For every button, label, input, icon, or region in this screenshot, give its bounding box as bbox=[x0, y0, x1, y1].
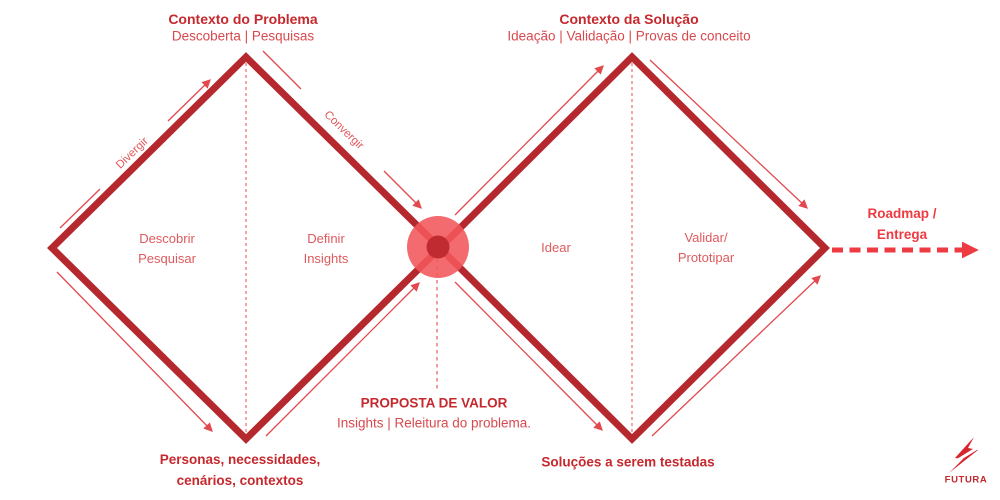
phase-discover-label: Descobrir Pesquisar bbox=[138, 230, 196, 266]
phase-define-label: Definir Insights bbox=[303, 230, 349, 266]
d1-lower-right-arrow bbox=[265, 282, 420, 437]
value-proposition-subtitle: Insights | Releitura do problema. bbox=[336, 415, 532, 431]
phase-ideate-label: Idear bbox=[541, 239, 571, 255]
futura-logo-text: FUTURA bbox=[944, 474, 988, 486]
problem-context-subtitle: Descoberta | Pesquisas bbox=[171, 28, 315, 44]
convergir-arrow-tail bbox=[262, 50, 302, 90]
phase-validate-label: Validar/ Prototipar bbox=[677, 229, 735, 265]
personas-outcome-label: Personas, necessidades, cenários, contex… bbox=[159, 452, 321, 488]
value-proposition-core bbox=[426, 235, 450, 259]
roadmap-delivery-label: Roadmap / Entrega bbox=[867, 206, 937, 242]
solution-context-title: Contexto da Solução bbox=[559, 11, 699, 28]
d1-lower-left-arrow bbox=[56, 271, 213, 432]
d2-lower-right-arrow bbox=[651, 275, 821, 437]
d2-upper-left-arrow bbox=[454, 65, 604, 216]
lightning-bolt-icon bbox=[944, 437, 988, 473]
value-proposition-title: PROPOSTA DE VALOR bbox=[360, 395, 508, 411]
solutions-outcome-label: Soluções a serem testadas bbox=[541, 454, 715, 470]
diamond2-outline bbox=[435, 52, 830, 444]
solution-context-subtitle: Ideação | Validação | Provas de conceito bbox=[507, 28, 751, 44]
convergir-arrow-head bbox=[383, 170, 422, 209]
problem-context-title: Contexto do Problema bbox=[168, 11, 318, 28]
d2-upper-right-arrow bbox=[649, 59, 808, 209]
d2-lower-left-arrow bbox=[454, 281, 603, 431]
divergir-arrow-head bbox=[167, 79, 211, 122]
divergir-arrow-tail bbox=[59, 188, 101, 229]
